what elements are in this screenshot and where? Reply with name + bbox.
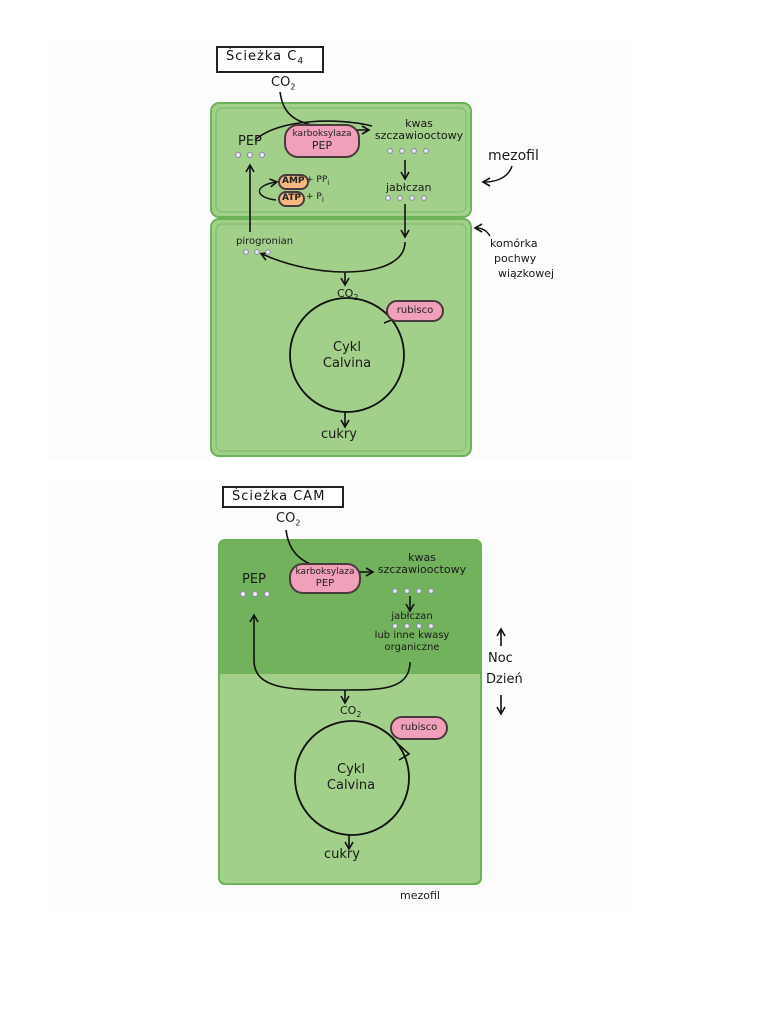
cam-pep-label: PEP — [242, 572, 266, 587]
c4-title: Ścieżka C4 — [216, 46, 324, 73]
c4-oaa-label: kwas szczawiooctowy — [374, 118, 464, 142]
c4-mesophyll-pointer — [481, 165, 513, 187]
c4-bundle-sheath-pointer — [473, 223, 491, 237]
c4-calvin-line2: Calvina — [322, 356, 372, 371]
cam-rubisco-pill: rubisco — [390, 716, 448, 740]
cam-oaa-label: kwas szczawiooctowy — [376, 552, 468, 576]
cam-oaa-line1: kwas — [408, 551, 436, 564]
c4-oaa-line2: szczawiooctowy — [374, 129, 464, 142]
c4-bundle-line2: pochwy — [494, 252, 537, 265]
c4-calvin-cycle-circle — [289, 297, 405, 413]
c4-sugars-label: cukry — [321, 427, 357, 442]
c4-bundle-sheath-label: komórka pochwy wiązkowej — [490, 236, 554, 281]
c4-pep-molecule — [234, 151, 266, 159]
c4-enzyme-pill: karboksylaza PEP — [284, 124, 360, 158]
c4-title-text: Ścieżka C — [226, 49, 298, 64]
cam-enzyme-pill: karboksylaza PEP — [289, 563, 361, 594]
cam-malate-line2: lub inne kwasy — [374, 630, 450, 641]
c4-bundle-sheath-cell — [210, 218, 472, 457]
cam-co2-top: CO2 — [276, 511, 301, 528]
c4-enzyme-line2: PEP — [311, 139, 333, 152]
cam-co2-mid: CO2 — [340, 704, 362, 720]
c4-atp-loop — [258, 178, 279, 201]
cam-enzyme-line2: PEP — [315, 578, 335, 589]
c4-bundle-line1: komórka — [490, 237, 538, 250]
night-label: Noc — [488, 651, 513, 666]
c4-pep-label: PEP — [238, 134, 262, 149]
cam-malate-line1: jabłczan — [391, 611, 433, 622]
cam-sugars-label: cukry — [324, 847, 360, 862]
c4-ppi-label: + PPi — [306, 175, 330, 187]
day-label: Dzień — [486, 672, 523, 687]
c4-oaa-molecule — [387, 148, 429, 154]
c4-mesophyll-cell — [210, 102, 472, 218]
c4-malate-label: jabłczan — [386, 181, 432, 194]
cam-malate-molecule — [392, 623, 434, 629]
c4-pi-label: + Pi — [306, 192, 324, 204]
cam-mesophyll-label: mezofil — [400, 889, 440, 902]
c4-calvin-line1: Cykl — [333, 340, 361, 355]
c4-title-sub: 4 — [297, 56, 305, 67]
c4-co2-mid: CO2 — [337, 287, 359, 303]
cam-pep-molecule — [239, 590, 271, 598]
c4-bundle-line3: wiązkowej — [498, 267, 555, 280]
cam-title: Ścieżka CAM — [222, 486, 344, 508]
cam-calvin-label: Cykl Calvina — [316, 762, 386, 794]
cam-oaa-line2: szczawiooctowy — [377, 563, 467, 576]
c4-oaa-line1: kwas — [405, 117, 433, 130]
cam-calvin-line1: Cykl — [337, 762, 365, 777]
cam-malate-label: jabłczan lub inne kwasy organiczne — [370, 611, 454, 654]
c4-pyruvate-molecule — [243, 249, 271, 255]
cam-night-region — [219, 540, 481, 674]
c4-calvin-label: Cykl Calvina — [312, 340, 382, 372]
c4-atp-badge: ATP — [278, 191, 306, 207]
cam-malate-line3: organiczne — [384, 642, 440, 653]
cam-oaa-molecule — [392, 588, 434, 594]
c4-pyruvate-label: pirogronian — [236, 236, 294, 247]
cam-calvin-line2: Calvina — [326, 778, 376, 793]
c4-pep-arrow — [254, 120, 373, 141]
c4-mesophyll-label: mezofil — [488, 148, 539, 164]
c4-malate-molecule — [385, 195, 427, 201]
c4-enzyme-line1: karboksylaza — [292, 129, 352, 139]
c4-co2-top: CO2 — [271, 75, 296, 92]
c4-amp-badge: AMP — [278, 174, 309, 190]
c4-rubisco-pill: rubisco — [386, 300, 444, 322]
cam-enzyme-line1: karboksylaza — [295, 567, 355, 577]
cam-calvin-cycle-circle — [294, 720, 410, 836]
